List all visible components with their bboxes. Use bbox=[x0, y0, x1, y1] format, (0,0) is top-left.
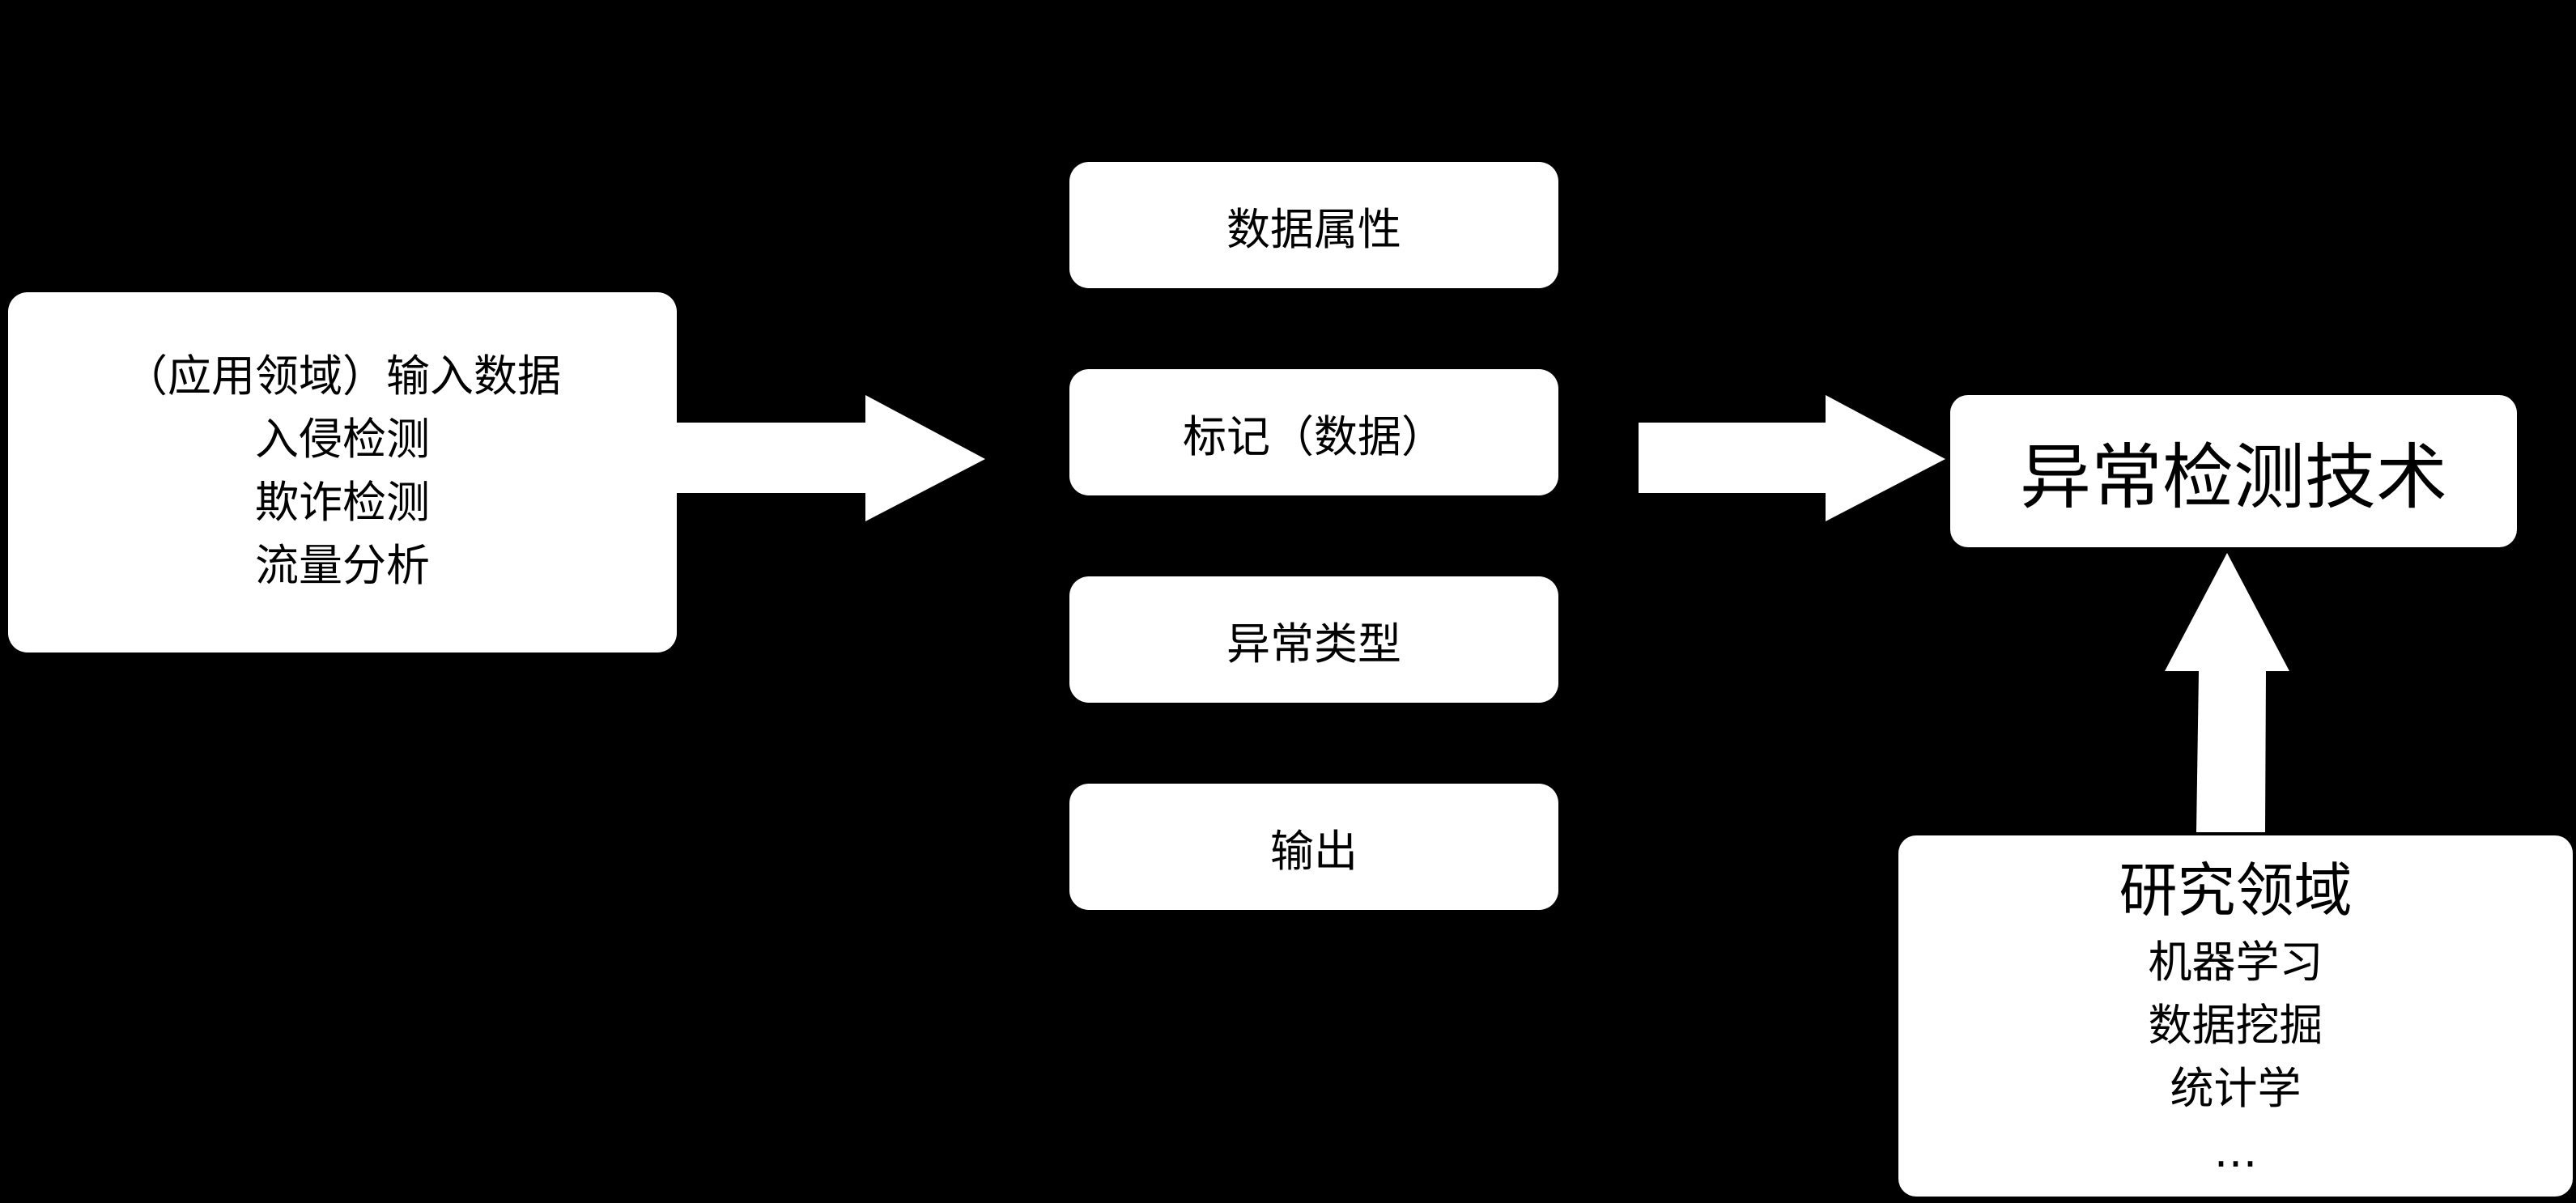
anomaly-detection-technique-box: 异常检测技术 bbox=[1950, 395, 2517, 547]
research-area-item: 数据挖掘 bbox=[2148, 1000, 2323, 1051]
data-labels-box: 标记（数据） bbox=[1069, 369, 1558, 495]
arrow-research-to-technique bbox=[2165, 553, 2289, 832]
arrow-properties-to-technique bbox=[1639, 395, 1945, 521]
technique-label: 异常检测技术 bbox=[2019, 435, 2447, 519]
anomaly-type-label: 异常类型 bbox=[1226, 618, 1401, 670]
input-box-item: 欺诈检测 bbox=[255, 476, 430, 528]
output-label: 输出 bbox=[1270, 825, 1358, 877]
research-areas-title: 研究领域 bbox=[2119, 857, 2353, 925]
research-area-item: … bbox=[2213, 1126, 2258, 1177]
input-data-box: （应用领域）输入数据 入侵检测 欺诈检测 流量分析 bbox=[8, 292, 677, 653]
data-attributes-label: 数据属性 bbox=[1226, 203, 1401, 255]
data-attributes-box: 数据属性 bbox=[1069, 162, 1558, 288]
data-labels-label: 标记（数据） bbox=[1183, 410, 1445, 462]
input-box-item: 入侵检测 bbox=[255, 413, 430, 465]
anomaly-type-box: 异常类型 bbox=[1069, 576, 1558, 703]
arrow-input-to-properties bbox=[677, 395, 985, 521]
input-box-title: （应用领域）输入数据 bbox=[124, 350, 561, 402]
output-box: 输出 bbox=[1069, 784, 1558, 910]
input-box-item: 流量分析 bbox=[255, 539, 430, 591]
research-area-item: 机器学习 bbox=[2148, 937, 2323, 988]
research-areas-box: 研究领域 机器学习 数据挖掘 统计学 … bbox=[1898, 835, 2573, 1197]
research-area-item: 统计学 bbox=[2170, 1063, 2302, 1114]
